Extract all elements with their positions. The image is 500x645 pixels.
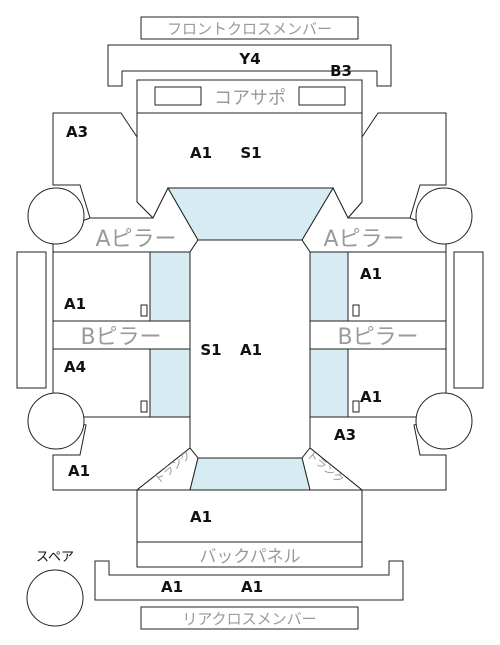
- rear-right-quarter-code: A3: [334, 426, 356, 444]
- rear-window: [189, 457, 311, 491]
- a-pillar-left-label: Aピラー: [95, 227, 176, 252]
- headlight-right: [298, 86, 346, 106]
- front-cross-member-label: フロントクロスメンバー: [167, 20, 332, 38]
- rear-cross-member-label: リアクロスメンバー: [182, 610, 316, 628]
- back-panel-label: バックパネル: [199, 547, 300, 567]
- rear-right-door-code: A1: [360, 388, 382, 406]
- roof-code-2: A1: [240, 341, 262, 359]
- rear-cross-code-2: A1: [241, 578, 263, 596]
- rear-right-handle: [352, 400, 360, 413]
- front-right-wheel: [415, 187, 473, 245]
- front-bumper: [107, 44, 392, 87]
- rear-cross-member-box: [140, 606, 359, 630]
- b-pillar-right-shape: [309, 320, 447, 350]
- trunk-lid-code: A1: [190, 508, 212, 526]
- rear-left-window: [149, 348, 191, 418]
- spare-label: スペア: [36, 550, 74, 565]
- trunk-lid: [136, 489, 363, 543]
- front-right-handle: [352, 304, 360, 317]
- front-right-door-code: A1: [360, 265, 382, 283]
- a-pillar-right-label: Aピラー: [323, 227, 404, 252]
- hood-code-1: A1: [190, 144, 212, 162]
- front-right-window: [309, 251, 349, 322]
- back-panel: [136, 541, 363, 568]
- rear-bumper: [94, 560, 404, 601]
- front-cross-member-box: [140, 16, 359, 40]
- rear-left-door-code: A4: [64, 358, 86, 376]
- spare-tire: [26, 569, 84, 627]
- b-pillar-right-label: Bピラー: [337, 325, 418, 350]
- rear-right-wheel: [415, 392, 473, 450]
- front-left-fender-code: A3: [66, 123, 88, 141]
- roof-code-1: S1: [200, 341, 221, 359]
- rear-left-handle: [140, 400, 148, 413]
- rear-cross-code-1: A1: [161, 578, 183, 596]
- rear-right-window: [309, 348, 349, 418]
- hood-code-2: S1: [240, 144, 261, 162]
- left-side-sill: [16, 251, 47, 389]
- headlight-left: [154, 86, 202, 106]
- front-left-handle: [140, 304, 148, 317]
- core-support-code: B3: [330, 62, 352, 80]
- right-side-sill: [453, 251, 484, 389]
- b-pillar-left-shape: [52, 320, 191, 350]
- front-left-wheel: [27, 187, 85, 245]
- front-left-window: [149, 251, 191, 322]
- rear-left-quarter-code: A1: [68, 462, 90, 480]
- rear-left-quarter: [52, 416, 191, 491]
- front-left-door-code: A1: [64, 295, 86, 313]
- b-pillar-left-label: Bピラー: [80, 325, 161, 350]
- rear-left-wheel: [27, 392, 85, 450]
- front-cross-code: Y4: [238, 50, 260, 68]
- core-support-label: コアサポ: [214, 88, 286, 109]
